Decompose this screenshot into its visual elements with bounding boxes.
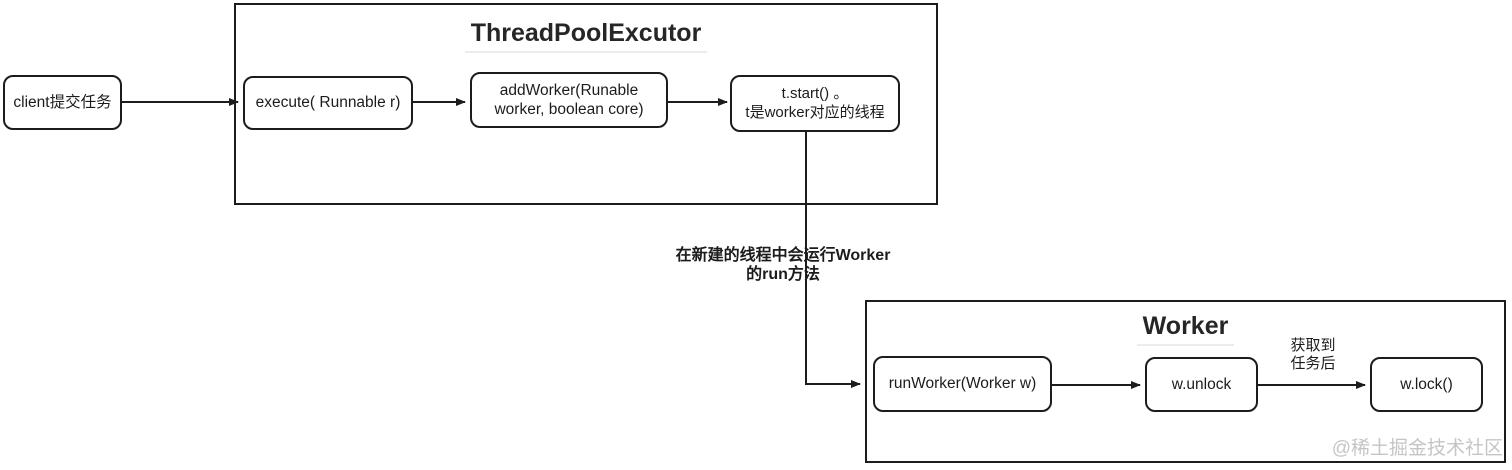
node-runworker: runWorker(Worker w) (873, 356, 1052, 412)
threadpool-title: ThreadPoolExcutor (236, 19, 936, 53)
node-wunlock: w.unlock (1145, 357, 1258, 412)
node-tstart: t.start() 。 t是worker对应的线程 (730, 75, 900, 132)
juejin-watermark: @稀土掘金技术社区 (1331, 438, 1503, 459)
worker-container: Worker (865, 300, 1506, 463)
thread-run-annotation: 在新建的线程中会运行Worker 的run方法 (675, 247, 891, 283)
threadpool-title-text: ThreadPoolExcutor (464, 19, 708, 53)
arrow-tstart-to-worker (805, 132, 861, 388)
worker-title: Worker (867, 312, 1504, 346)
worker-title-text: Worker (1136, 312, 1235, 346)
node-addworker: addWorker(Runable worker, boolean core) (470, 72, 668, 128)
node-wlock: w.lock() (1370, 357, 1483, 412)
node-execute: execute( Runnable r) (243, 76, 413, 130)
threadpool-container: ThreadPoolExcutor (234, 3, 938, 205)
acquire-task-label: 获取到 任务后 (1268, 337, 1358, 373)
node-client-submit: client提交任务 (3, 75, 122, 130)
